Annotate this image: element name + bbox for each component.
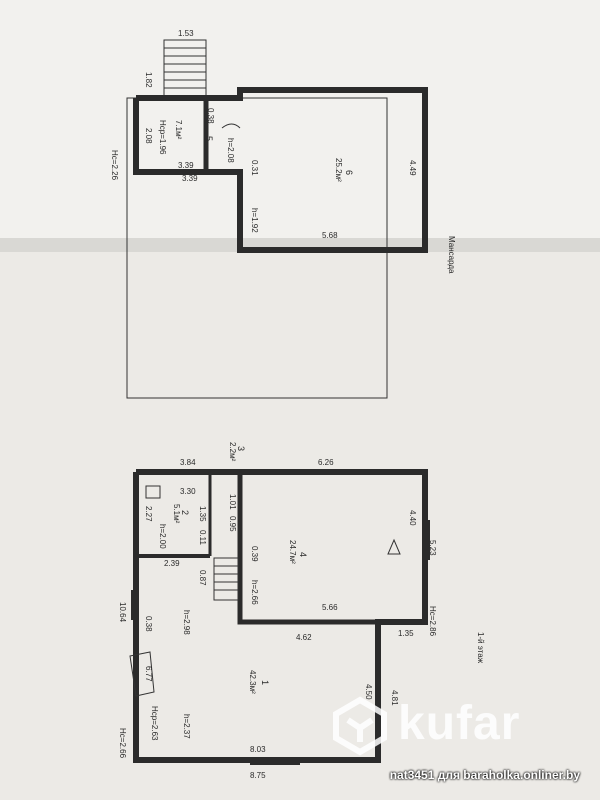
room1-r3: 4.81	[390, 690, 399, 706]
upper-stairs-length: 1.82	[144, 72, 153, 88]
room1-height-1: h=2.98	[182, 610, 191, 635]
room1-r1: 1.35	[398, 629, 414, 638]
paper-upper-half	[0, 0, 600, 245]
room1-outer-width: 8.75	[250, 771, 266, 780]
room2-d2: 0.87	[198, 570, 207, 586]
room4-gap: 0.39	[250, 546, 259, 562]
ground-top-right: 6.26	[318, 458, 334, 467]
room2-b: 0.11	[198, 530, 207, 546]
room1-width: 8.03	[250, 745, 266, 754]
room6-area: 25.2м²	[334, 158, 343, 182]
kufar-logo-icon	[333, 696, 387, 756]
ground-floor-plan	[129, 469, 430, 765]
upper-corridor-height: h=2.08	[226, 138, 235, 163]
ground-inner-walls	[237, 472, 378, 625]
room2-c: 2.39	[164, 559, 180, 568]
room4-height: h=2.66	[250, 580, 259, 605]
upper-door	[221, 123, 241, 129]
room3-area: 2.2м²	[228, 442, 237, 462]
room5-area: 7.1м²	[174, 120, 183, 140]
ground-outer-height: Hс=2.86	[428, 606, 437, 637]
photo-credit: nat3451 для baraholka.onliner.by	[389, 768, 580, 782]
ground-stairs	[213, 557, 239, 601]
room1-left2: 0.38	[144, 616, 153, 632]
upper-stairs	[163, 39, 207, 97]
room2-f: 1.01	[228, 494, 237, 510]
room5-width: 3.39	[178, 161, 194, 170]
upper-walls	[133, 87, 428, 253]
room2-width: 3.30	[180, 487, 196, 496]
ground-windows	[131, 520, 430, 765]
room4-depth: 4.40	[408, 510, 417, 526]
room4-side: 5.23	[428, 540, 437, 556]
room4-number: 4	[298, 552, 308, 557]
room1-height-2: h=2.37	[182, 714, 191, 739]
room6-height: h=1.92	[250, 208, 259, 233]
room1-depth: 6.77	[144, 666, 153, 682]
room1-area: 42.3м²	[248, 670, 257, 694]
room1-height-3: Hср=2.63	[150, 706, 159, 741]
upper-floor-plan	[126, 39, 428, 399]
room2-height: h=2.00	[158, 524, 167, 549]
room2-number: 2	[180, 510, 190, 515]
ground-top-left: 3.84	[180, 458, 196, 467]
upper-outer-height: Hс=2.26	[110, 150, 119, 181]
toilet-icon	[145, 485, 161, 499]
room6-width: 5.68	[322, 231, 338, 240]
room2-depth: 2.27	[144, 506, 153, 522]
room2-e: 0.95	[228, 516, 237, 532]
room2-a: 1.35	[198, 506, 207, 522]
room4-area: 24.7м²	[288, 540, 297, 564]
room5-height: Hср=1.96	[158, 120, 167, 155]
room5-width-bottom: 3.39	[182, 174, 198, 183]
room1-r2: 4.50	[364, 684, 373, 700]
kufar-watermark: kufar	[320, 690, 560, 760]
room6-gap: 0.31	[250, 160, 259, 176]
ground-outer-height-2: Hс=2.66	[118, 728, 127, 759]
room3-number: 3	[236, 446, 246, 451]
upper-stairs-width: 1.53	[178, 29, 194, 38]
upper-floor-title: Мансарда	[447, 236, 456, 274]
room5-number: 5	[204, 136, 214, 141]
kufar-brand: kufar	[398, 697, 521, 750]
ground-floor-title: 1-й этаж	[476, 632, 485, 664]
room1-mid: 4.62	[296, 633, 312, 642]
bay-window	[129, 651, 155, 697]
room5-offset: 0.38	[206, 108, 215, 124]
room4-width: 5.66	[322, 603, 338, 612]
room6-depth: 4.49	[408, 160, 417, 176]
room1-left: 10.64	[118, 602, 127, 623]
room1-number: 1	[260, 680, 270, 685]
fireplace-icon	[387, 538, 401, 555]
room5-depth: 2.08	[144, 128, 153, 144]
room2-area: 5.1м²	[172, 504, 181, 524]
paper-fold	[0, 238, 600, 252]
room6-number: 6	[344, 170, 354, 175]
